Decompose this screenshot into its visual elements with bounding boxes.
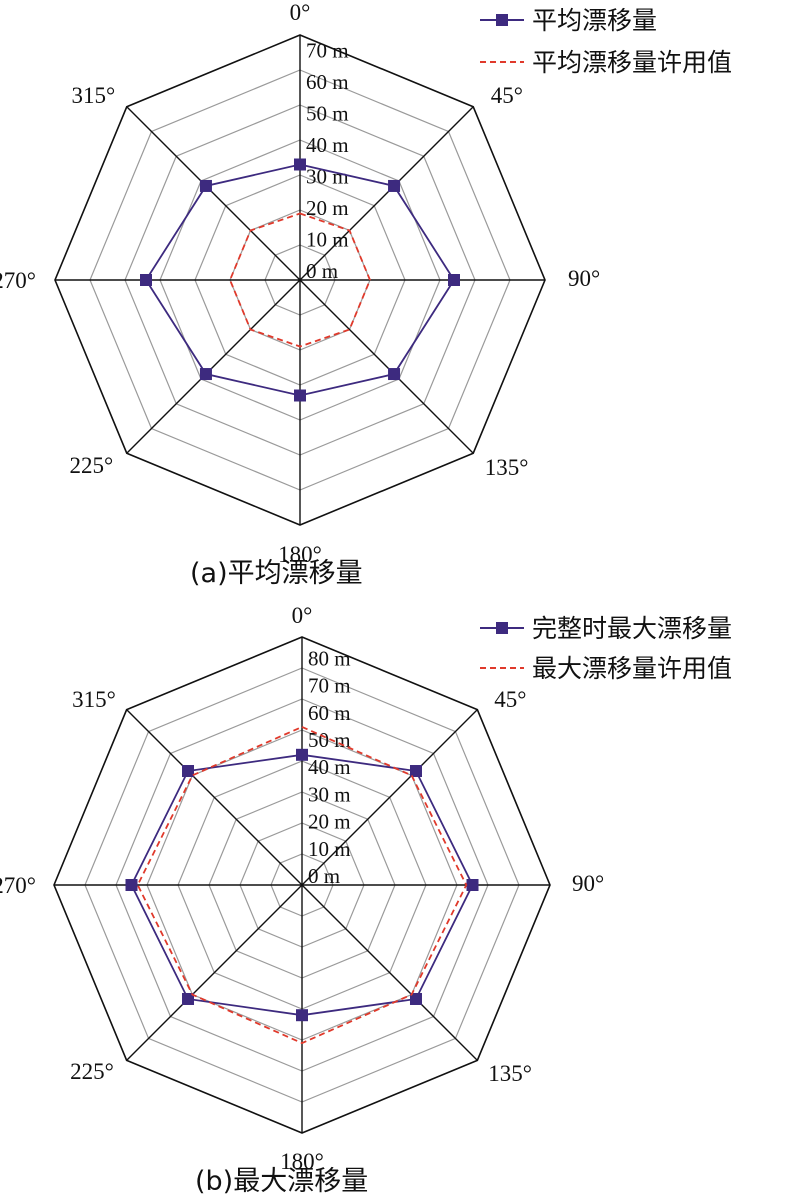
data-point — [388, 179, 401, 192]
radial-tick-label: 0 m — [308, 864, 340, 888]
grid-spoke — [299, 106, 474, 281]
angle-label: 135° — [485, 455, 529, 480]
data-point — [466, 879, 479, 891]
grid-spoke — [301, 709, 478, 886]
angle-label: 315° — [72, 687, 116, 712]
angle-label: 270° — [0, 268, 36, 293]
angle-label: 45° — [494, 687, 526, 712]
angle-label: 270° — [0, 873, 36, 898]
legend-label: 平均漂移量许用值 — [532, 48, 732, 77]
data-point — [409, 992, 422, 1005]
legend-marker — [496, 14, 508, 26]
angle-label: 315° — [72, 83, 116, 108]
data-point — [182, 992, 195, 1005]
grid-spoke — [126, 279, 301, 454]
angle-label: 0° — [290, 0, 311, 25]
chart-b: 0 m10 m20 m30 m40 m50 m60 m70 m80 m0°45°… — [0, 603, 732, 1197]
data-point — [182, 765, 195, 778]
data-point — [140, 274, 152, 286]
radial-tick-label: 60 m — [308, 701, 351, 725]
radial-tick-label: 0 m — [306, 259, 338, 283]
data-point — [125, 879, 138, 891]
legend-label: 最大漂移量许用值 — [532, 654, 732, 683]
radial-tick-label: 10 m — [308, 837, 351, 861]
radial-tick-label: 30 m — [306, 165, 349, 189]
chart-caption: (b)最大漂移量 — [195, 1166, 368, 1197]
data-point — [199, 368, 212, 381]
series-line-2 — [136, 725, 468, 1045]
radial-tick-label: 70 m — [306, 39, 349, 63]
angle-label: 180° — [280, 1149, 324, 1174]
grid-spoke — [299, 279, 474, 454]
data-point — [388, 368, 401, 381]
angle-label: 90° — [568, 266, 600, 291]
chart-a: 0 m 10 m 20 m 30 m 40 m 50 m 60 m 70 m 0° 45° 90° 1… — [0, 0, 732, 589]
grid-spoke — [126, 709, 303, 886]
radial-tick-label: 60 m — [306, 70, 349, 94]
grid-spoke — [126, 106, 301, 281]
grid-spoke — [126, 884, 303, 1061]
radial-tick-label: 10 m — [306, 228, 349, 252]
legend-label: 完整时最大漂移量 — [532, 614, 732, 643]
data-point — [296, 1009, 308, 1022]
radial-tick-label: 40 m — [306, 133, 349, 157]
legend-label: 平均漂移量 — [532, 6, 657, 35]
data-point — [294, 158, 306, 171]
angle-label: 45° — [491, 83, 523, 108]
radial-tick-label: 80 m — [308, 646, 351, 670]
grid-spoke — [301, 884, 478, 1061]
angle-label: 180° — [278, 542, 322, 567]
data-point — [294, 389, 306, 402]
series-line-2 — [229, 212, 371, 348]
radial-tick-label: 20 m — [308, 810, 351, 834]
radial-tick-label: 30 m — [308, 782, 351, 806]
angle-label: 135° — [488, 1061, 532, 1086]
radial-tick-label: 50 m — [306, 102, 349, 126]
angle-label: 90° — [572, 871, 604, 896]
angle-label: 0° — [292, 603, 313, 628]
data-point — [199, 179, 212, 192]
data-point — [409, 765, 422, 778]
radial-tick-label: 70 m — [308, 674, 351, 698]
data-point — [296, 748, 308, 761]
radial-tick-label: 20 m — [306, 196, 349, 220]
angle-label: 225° — [70, 453, 114, 478]
chart-caption: (a)平均漂移量 — [190, 558, 363, 589]
angle-label: 225° — [70, 1059, 114, 1084]
data-point — [448, 274, 460, 286]
legend-marker — [496, 622, 508, 634]
